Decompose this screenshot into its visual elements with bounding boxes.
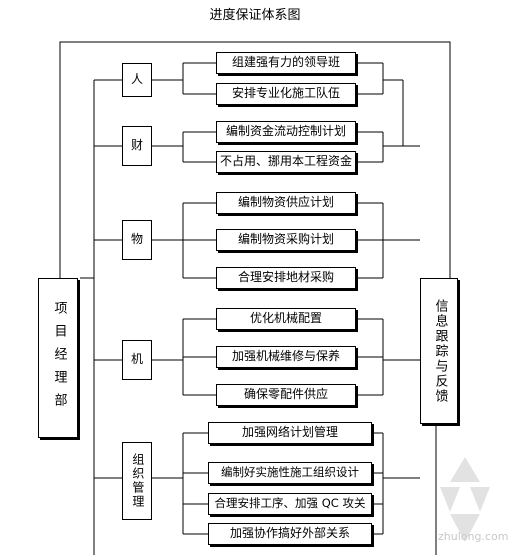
category-materials-box: 物 bbox=[122, 220, 152, 260]
page-title: 进度保证体系图 bbox=[209, 8, 301, 23]
item-label: 编制好实施性施工组织设计 bbox=[221, 465, 359, 480]
item-box: 加强机械维修与保养 bbox=[216, 346, 356, 368]
item-box: 组建强有力的领导班 bbox=[216, 52, 356, 74]
item-label: 组建强有力的领导班 bbox=[231, 55, 340, 70]
category-finance-label: 财 bbox=[130, 138, 143, 153]
category-people-box: 人 bbox=[122, 63, 152, 97]
item-label: 不占用、挪用本工程资金 bbox=[219, 154, 352, 169]
category-organization-box: 组织管理 bbox=[122, 442, 152, 520]
category-materials-label: 物 bbox=[130, 232, 143, 247]
item-box: 加强协作搞好外部关系 bbox=[208, 523, 372, 545]
category-finance-box: 财 bbox=[122, 126, 152, 166]
item-label: 加强协作搞好外部关系 bbox=[229, 526, 350, 541]
category-people-label: 人 bbox=[130, 72, 143, 87]
item-box: 编制资金流动控制计划 bbox=[216, 121, 356, 143]
item-box: 确保零配件供应 bbox=[216, 384, 356, 406]
item-box: 编制物资供应计划 bbox=[216, 192, 356, 214]
item-label: 加强机械维修与保养 bbox=[231, 349, 340, 364]
item-label: 安排专业化施工队伍 bbox=[231, 86, 340, 101]
item-box: 安排专业化施工队伍 bbox=[216, 83, 356, 105]
info-feedback-label: 信息跟踪与反馈 bbox=[432, 298, 448, 404]
watermark-text: zhulong.com bbox=[438, 530, 509, 543]
item-label: 编制资金流动控制计划 bbox=[225, 124, 346, 139]
item-box: 合理安排地材采购 bbox=[216, 267, 356, 289]
watermark-logo-icon bbox=[440, 457, 490, 542]
item-label: 编制物资供应计划 bbox=[237, 195, 334, 210]
item-box: 合理安排工序、加强 QC 攻关 bbox=[208, 493, 372, 515]
item-box: 编制好实施性施工组织设计 bbox=[208, 462, 372, 484]
category-machinery-box: 机 bbox=[122, 340, 152, 380]
item-box: 优化机械配置 bbox=[216, 308, 356, 330]
item-box: 不占用、挪用本工程资金 bbox=[216, 151, 356, 173]
item-label: 确保零配件供应 bbox=[243, 387, 328, 402]
info-feedback-box: 信息跟踪与反馈 bbox=[420, 278, 458, 424]
project-management-box: 项目经理部 bbox=[38, 278, 78, 438]
item-box: 加强网络计划管理 bbox=[208, 422, 372, 444]
category-machinery-label: 机 bbox=[130, 352, 143, 367]
item-label: 加强网络计划管理 bbox=[241, 425, 338, 440]
item-box: 编制物资采购计划 bbox=[216, 229, 356, 251]
item-label: 编制物资采购计划 bbox=[237, 232, 334, 247]
project-management-label: 项目经理部 bbox=[51, 300, 67, 416]
feedback-loop-line bbox=[59, 41, 451, 278]
item-label: 优化机械配置 bbox=[249, 311, 322, 326]
item-label: 合理安排工序、加强 QC 攻关 bbox=[214, 496, 366, 511]
item-label: 合理安排地材采购 bbox=[237, 270, 334, 285]
category-organization-label: 组织管理 bbox=[130, 453, 145, 509]
